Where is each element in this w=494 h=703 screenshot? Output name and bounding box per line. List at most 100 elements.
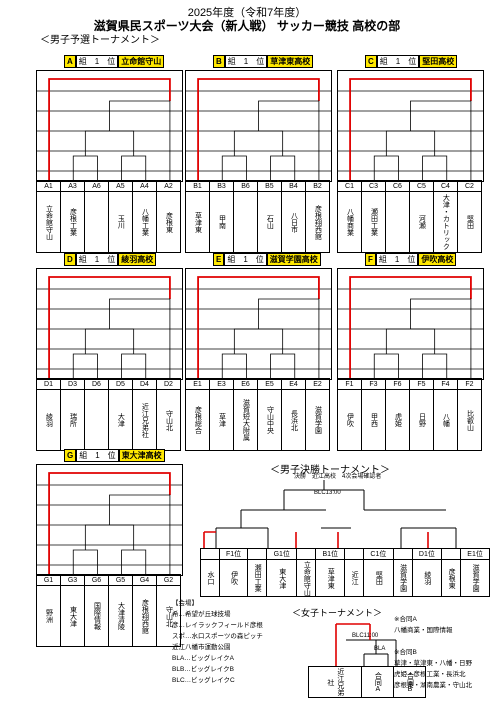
final-team-name-text: 彦根東 <box>448 567 456 589</box>
group-bracket-g <box>36 464 183 576</box>
team-name-text: 彦根翔西館 <box>314 204 322 240</box>
team-code: B2 <box>304 180 331 192</box>
team-name: 彦根総合 <box>185 389 210 451</box>
bracket-line <box>349 78 472 181</box>
final-team-code <box>296 548 317 560</box>
girls-team: 近江兄弟社 <box>308 666 362 698</box>
team-name: 八幡商業 <box>337 191 362 253</box>
final-team-code <box>392 548 413 560</box>
final-team-name: 彦根東 <box>441 559 462 597</box>
bracket-line <box>72 549 98 575</box>
team-code: F2 <box>457 378 482 390</box>
final-team-code: E1位 <box>460 548 490 560</box>
final-team-name-text: 滋賀学園 <box>399 564 407 592</box>
team-code: C3 <box>361 180 386 192</box>
venue-line: BLB…ビッグレイクB <box>172 666 234 673</box>
final-team-name: 草津東 <box>315 559 346 597</box>
venue-heading: 【会場】 <box>172 600 198 607</box>
team-name-text: 草津東 <box>194 211 202 233</box>
team-name: 滋賀短大附属 <box>233 389 258 451</box>
svg-text:BLA: BLA <box>374 646 385 652</box>
team-code: E3 <box>209 378 234 390</box>
bracket-line <box>258 100 320 181</box>
team-code: G2 <box>156 574 181 586</box>
team-code: C4 <box>432 180 458 192</box>
team-name: 彦根東 <box>155 191 182 253</box>
team-name: 河瀬 <box>408 191 434 253</box>
venue-line: 彦…レイラックフィールド彦根 <box>172 622 263 629</box>
venue-line: 希…希望が丘球技場 <box>172 611 231 618</box>
girls-team-name: 合同A <box>374 671 382 693</box>
team-code: C1 <box>337 180 362 192</box>
group-letter: G <box>64 449 77 462</box>
team-name: 甲南 <box>209 191 235 253</box>
bracket-line <box>121 353 147 379</box>
team-name: 守山北 <box>155 389 182 451</box>
team-code: F3 <box>361 378 386 390</box>
team-code: F5 <box>409 378 434 390</box>
bracket-line <box>385 130 436 156</box>
bracket-line <box>72 155 98 181</box>
bracket-line <box>84 328 135 354</box>
side-note-line: ※合同B <box>394 649 417 656</box>
bracket-line <box>109 494 171 575</box>
group-bracket-a <box>36 70 183 182</box>
side-note-line: 虎姫・彦根工業・長浜北 <box>394 671 466 678</box>
team-name: 国際情報 <box>84 585 109 647</box>
team-name-text: 虎姫 <box>394 413 402 427</box>
team-code: B3 <box>209 180 235 192</box>
team-name-text: 守山北 <box>165 409 173 431</box>
team-name-text: 比叡山 <box>466 409 474 431</box>
bracket-line <box>109 100 171 181</box>
team-name: 伊吹 <box>337 389 362 451</box>
bracket-line <box>121 155 147 181</box>
team-code: F6 <box>385 378 410 390</box>
team-name <box>84 191 109 253</box>
venue-line: スポ…水口スポーツの森ピッチ <box>172 633 263 640</box>
side-note-line <box>394 636 472 647</box>
team-name-text: 大津清陵 <box>117 602 125 630</box>
team-name-text: 八幡工業 <box>141 208 149 236</box>
group-bracket-e <box>185 268 332 380</box>
final-team-code: G1位 <box>266 548 298 560</box>
team-name: 石山 <box>256 191 282 253</box>
team-name: 日野 <box>409 389 434 451</box>
team-name-text: 国際情報 <box>93 602 101 630</box>
team-code: G5 <box>108 574 133 586</box>
final-team-code <box>441 548 462 560</box>
venue-line: 近江八幡市運動公園 <box>172 644 231 651</box>
bracket-line <box>373 155 399 181</box>
final-team-name-text: 立命館守山 <box>303 560 311 596</box>
team-name-text: 滋賀学園 <box>314 406 322 434</box>
team-code: G1 <box>36 574 61 586</box>
bracket-line <box>422 155 448 181</box>
bracket-line <box>197 78 320 181</box>
bracket-line <box>109 298 171 379</box>
team-code: A1 <box>35 180 62 192</box>
team-name-text: 瀬田工業 <box>370 208 378 236</box>
team-name: 東大津 <box>60 585 85 647</box>
bracket-line <box>349 276 472 379</box>
team-code: E1 <box>185 378 210 390</box>
final-team-name: 東大津 <box>266 559 298 597</box>
team-name-text: 伊吹 <box>346 413 354 427</box>
team-code: A6 <box>84 180 109 192</box>
final-team-code <box>344 548 365 560</box>
team-code: B5 <box>256 180 282 192</box>
team-code: D4 <box>131 378 157 390</box>
group-winner: 東大津高校 <box>118 449 165 462</box>
final-team-name: 滋賀学園 <box>392 559 413 597</box>
team-name: 瑞所 <box>60 389 85 451</box>
team-code: E6 <box>233 378 258 390</box>
team-name: 大津 <box>107 389 133 451</box>
team-name: 八日市 <box>280 191 306 253</box>
team-name-text: 彦根工業 <box>69 208 77 236</box>
team-name: 草津 <box>209 389 234 451</box>
final-bracket: 決勝 近江高校 4次会場確認者 BLC13:00 <box>203 472 457 548</box>
svg-text:決勝 近江高校 4次会場確認者: 決勝 近江高校 4次会場確認者 <box>294 472 381 480</box>
girls-team: 合同A <box>360 666 394 698</box>
